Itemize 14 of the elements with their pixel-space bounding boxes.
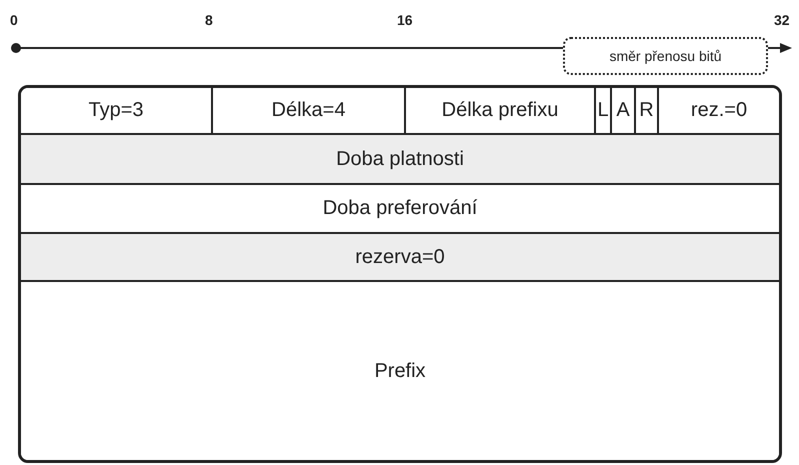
bit-offset-label: 32 <box>774 12 790 28</box>
header-field: A <box>612 88 636 135</box>
header-field: L <box>596 88 612 135</box>
header-field: Délka prefixu <box>406 88 596 135</box>
header-field: rez.=0 <box>659 88 779 135</box>
header-field: Délka=4 <box>213 88 406 135</box>
bit-offset-label: 8 <box>205 12 213 28</box>
header-field: R <box>636 88 659 135</box>
header-field: Doba platnosti <box>21 135 779 185</box>
bit-offset-label: 0 <box>10 12 18 28</box>
header-field: rezerva=0 <box>21 234 779 282</box>
header-field: Typ=3 <box>21 88 213 135</box>
direction-note: směr přenosu bitů <box>563 37 768 75</box>
bit-offset-label: 16 <box>397 12 413 28</box>
